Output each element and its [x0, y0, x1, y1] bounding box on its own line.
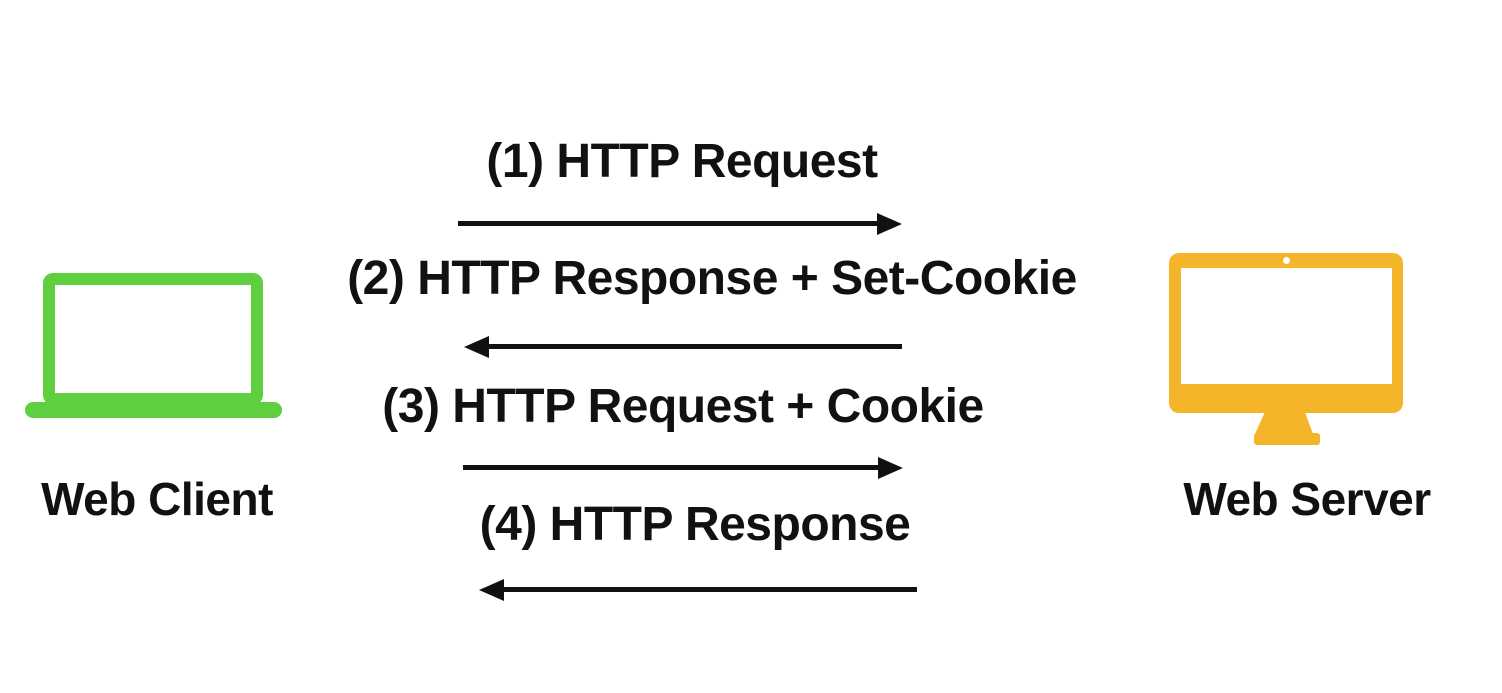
arrow-right-icon — [458, 221, 877, 226]
monitor-screen — [1181, 268, 1392, 384]
web-server-label: Web Server — [1183, 473, 1431, 525]
arrow-left-icon — [489, 344, 902, 349]
arrow-left-icon — [504, 587, 917, 592]
web-client-label: Web Client — [41, 473, 273, 525]
monitor-stand-base — [1254, 433, 1320, 445]
message-1-label: (1) HTTP Request — [486, 135, 878, 188]
camera-dot-icon — [1283, 257, 1290, 264]
message-2-label: (2) HTTP Response + Set-Cookie — [347, 252, 1077, 305]
arrow-right-icon — [463, 465, 878, 470]
laptop-base-icon — [25, 402, 282, 418]
monitor-stand-neck — [1255, 412, 1313, 434]
laptop-icon — [43, 273, 263, 405]
message-3-label: (3) HTTP Request + Cookie — [382, 380, 984, 433]
message-4-label: (4) HTTP Response — [479, 498, 911, 551]
monitor-icon — [1169, 253, 1403, 413]
